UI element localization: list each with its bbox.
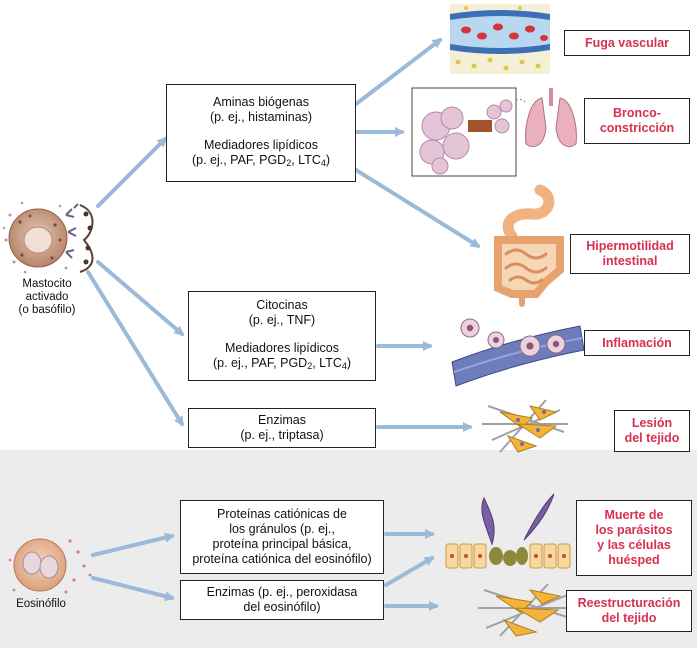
tissue-injury-illustration [482, 399, 568, 453]
box3-line2: (p. ej., triptasa) [240, 428, 324, 442]
outcome-bronchoconstriction: Bronco- constricción [584, 98, 690, 144]
box-eosinophil-peroxidase: Enzimas (p. ej., peroxidasa del eosinófi… [180, 580, 384, 620]
arrow-eos-to-box5 [91, 576, 175, 602]
arrow-box1-to-intestine [354, 168, 481, 248]
box4-line1: Proteínas catiónicas de [217, 507, 347, 521]
box1-line3: Mediadores lipídicos [204, 138, 318, 152]
arrow-box1-to-vascular [354, 38, 443, 106]
box2-line1: Citocinas [256, 298, 308, 312]
arrow-eos-to-box4 [91, 532, 175, 557]
outcome-intestinal-hypermotility: Hipermotilidad intestinal [570, 234, 690, 274]
inflammation-illustration [451, 318, 585, 387]
arrow-mast-to-box1 [96, 136, 168, 208]
outcome-inflammation: Inflamación [584, 330, 690, 356]
box4-line4: proteína catiónica del eosinófilo) [192, 552, 372, 566]
parasite-death-illustration [445, 493, 571, 569]
box1-line2: (p. ej., histaminas) [209, 110, 313, 124]
mast-cell-label: Mastocito activado (o basófilo) [18, 278, 76, 316]
eosinophil-illustration [8, 538, 92, 594]
box1-line1: Aminas biógenas [213, 95, 309, 109]
box4-line3: proteína principal básica, [212, 537, 352, 551]
box4-line2: los gránulos (p. ej., [229, 522, 335, 536]
box5-line2: del eosinófilo) [243, 600, 321, 614]
box-enzymes-tryptase: Enzimas (p. ej., triptasa) [188, 408, 376, 448]
vascular-leak-illustration [450, 4, 550, 74]
outcome-tissue-remodeling: Reestructuración del tejido [566, 590, 692, 632]
box-cationic-granule-proteins: Proteínas catiónicas de los gránulos (p.… [180, 500, 384, 574]
tissue-remodeling-illustration [478, 583, 574, 637]
box-cytokines-lipid-mediators: Citocinas (p. ej., TNF) Mediadores lipíd… [188, 291, 376, 381]
outcome-vascular-leak: Fuga vascular [564, 30, 690, 56]
arrow-box5-to-parasite [384, 556, 435, 587]
box2-line4: (p. ej., PAF, PGD2, LTC4) [212, 356, 352, 371]
intestine-illustration [494, 184, 564, 307]
box3-line1: Enzimas [258, 413, 306, 427]
box1-line4: (p. ej., PAF, PGD2, LTC4) [191, 153, 331, 168]
outcome-tissue-injury: Lesión del tejido [614, 410, 690, 452]
box2-line3: Mediadores lipídicos [225, 341, 339, 355]
mast-cell-illustration [2, 201, 94, 274]
arrow-mast-to-box2 [96, 260, 185, 336]
box5-line1: Enzimas (p. ej., peroxidasa [206, 585, 358, 599]
bronchoconstriction-illustration [411, 87, 577, 177]
box2-line2: (p. ej., TNF) [248, 313, 316, 327]
outcome-parasite-host-death: Muerte de los parásitos y las células hu… [576, 500, 692, 576]
eosinophil-label: Eosinófilo [16, 598, 66, 610]
box-amines-lipid-mediators: Aminas biógenas (p. ej., histaminas) Med… [166, 84, 356, 182]
arrow-mast-to-box3 [86, 270, 184, 427]
